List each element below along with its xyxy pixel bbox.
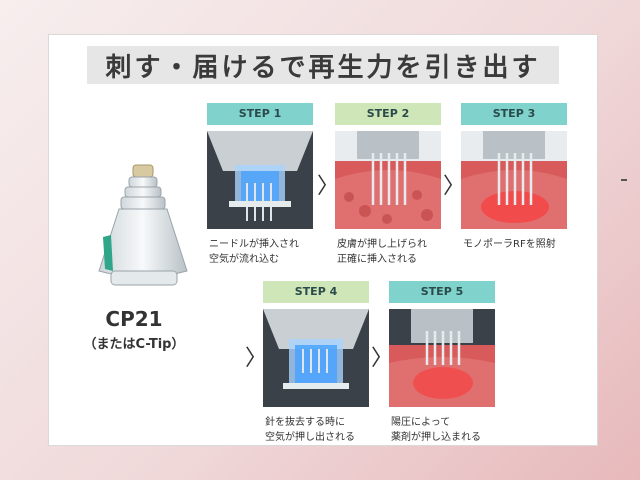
chevron-right-icon: 〉 [443,174,466,199]
step-2-caption-line: 正確に挿入される [337,254,417,265]
step-4-header: STEP 4 [263,281,369,303]
device-name: CP21 [105,307,163,331]
step-2: STEP 2 皮膚が押し上げられ 正確に挿入される [335,103,441,267]
step-5-caption: 陽圧によって 薬剤が押し込まれる [389,415,495,445]
step-5-caption-line: 陽圧によって [391,417,451,428]
infographic-card: 刺す・届けるで再生力を引き出す CP21 （またはC-Tip） STEP 1 [48,34,627,446]
page-title: 刺す・届けるで再生力を引き出す [87,46,559,84]
step-5-image [389,309,495,407]
step-1-caption: ニードルが挿入され 空気が流れ込む [207,237,313,267]
step-2-image [335,131,441,229]
step-1-caption-line: ニードルが挿入され [209,239,299,250]
device-alt-name: （またはC-Tip） [83,337,185,352]
step-3: STEP 3 モノポーラRFを照射 [461,103,567,252]
step-3-image [461,131,567,229]
divider [621,179,627,181]
step-1-image [207,131,313,229]
step-4-image [263,309,369,407]
step-3-header: STEP 3 [461,103,567,125]
step-4-caption-line: 空気が押し出される [265,432,355,443]
step-3-caption: モノポーラRFを照射 [461,237,567,252]
device-label: CP21 （またはC-Tip） [69,307,199,352]
step-5: STEP 5 陽圧によって 薬剤が押し込まれる [389,281,495,445]
chevron-right-icon: 〉 [245,346,268,371]
step-2-header: STEP 2 [335,103,441,125]
step-5-header: STEP 5 [389,281,495,303]
chevron-right-icon: 〉 [371,346,394,371]
step-1-caption-line: 空気が流れ込む [209,254,279,265]
step-5-caption-line: 薬剤が押し込まれる [391,432,481,443]
step-2-caption: 皮膚が押し上げられ 正確に挿入される [335,237,441,267]
step-3-caption-line: モノポーラRFを照射 [463,239,556,250]
step-1: STEP 1 ニードルが挿入され 空気が流れ込む [207,103,313,267]
chevron-right-icon: 〉 [317,174,340,199]
microneedle-tip-icon [98,164,188,286]
step-1-header: STEP 1 [207,103,313,125]
step-2-caption-line: 皮膚が押し上げられ [337,239,427,250]
step-4: STEP 4 針を抜去する時に 空気が押し出される [263,281,369,445]
step-4-caption-line: 針を抜去する時に [265,417,345,428]
step-4-caption: 針を抜去する時に 空気が押し出される [263,415,369,445]
